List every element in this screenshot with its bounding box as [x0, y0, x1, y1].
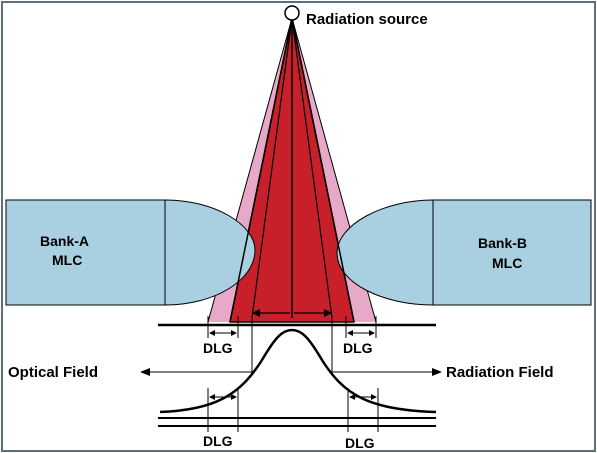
beam-line-left-inner [251, 17, 293, 319]
lower-dlg-right-arrowhead-a [349, 394, 355, 400]
upper-dlg-right-arrowhead-a [347, 330, 353, 336]
bank-b-label-line1: Bank-B [478, 235, 527, 251]
optical-field-label: Optical Field [8, 364, 98, 381]
upper-dlg-left-arrowhead-a [209, 330, 215, 336]
radiation-field-label: Radiation Field [446, 364, 554, 381]
optical-field-arrowhead [140, 368, 150, 376]
beam-edge-right [291, 17, 355, 323]
lower-dlg-right-arrowhead-b [371, 394, 377, 400]
upper-dlg-left-arrowhead-b [231, 330, 237, 336]
beam-edge-left [229, 17, 293, 323]
radiation-field-arrowhead [432, 368, 442, 376]
bank-a-label-line1: Bank-A [40, 233, 89, 249]
dose-profile-curve [159, 328, 437, 414]
bank-a-label-line2: MLC [52, 252, 82, 268]
beam-line-right-inner [291, 17, 333, 319]
upper-dlg-left-label: DLG [203, 340, 233, 356]
upper-dlg-right-label: DLG [343, 340, 373, 356]
source-circle [284, 5, 300, 21]
lower-dlg-left-label: DLG [203, 433, 233, 449]
center-arrow-left-head [252, 309, 260, 317]
center-arrow-right-head [324, 309, 332, 317]
bank-b-label-line2: MLC [492, 255, 522, 271]
lower-dlg-left-arrowhead-b [231, 394, 237, 400]
bank-b-mlc [336, 199, 592, 306]
lower-dlg-right-label: DLG [345, 435, 375, 451]
source-label: Radiation source [306, 11, 428, 28]
bank-a-mlc [5, 199, 256, 306]
lower-dlg-left-arrowhead-a [209, 394, 215, 400]
upper-dlg-right-arrowhead-b [369, 330, 375, 336]
